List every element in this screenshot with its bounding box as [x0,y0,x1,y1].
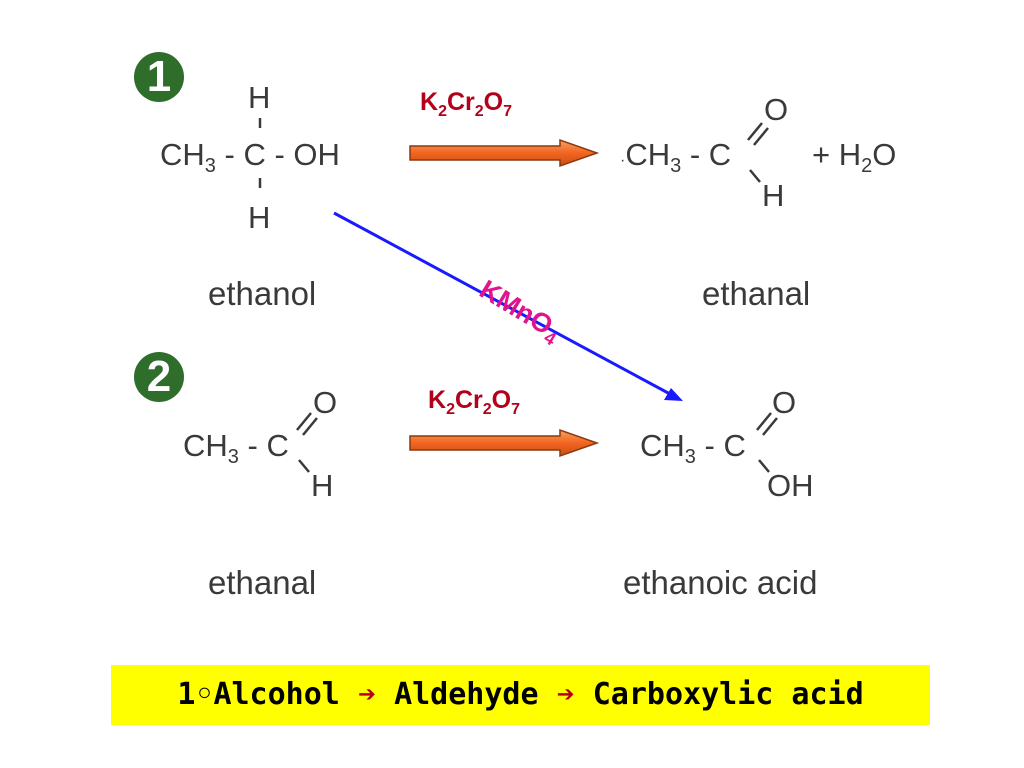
reagent-sub: 7 [503,103,513,120]
ethanal-bottom-o: O [313,385,338,420]
ethanol-bottom-h: H [248,200,271,235]
reagent-sub: 2 [438,103,447,120]
summary-aldehyde: Aldehyde [394,677,539,712]
reagent-sub: 2 [446,401,455,418]
reaction-arrow-1 [409,138,600,168]
step-2-badge: 2 [134,352,184,402]
bond-lines [258,118,778,473]
reagent-cr: Cr [446,88,475,116]
water-formula: + H2O [812,137,897,176]
ethanoic-acid-label: ethanoic acid [623,564,818,601]
reaction-arrow-2 [409,428,600,458]
reagent-sub: 2 [482,401,492,418]
ethanol-rest: - C - OH [215,137,340,172]
ethanoic-acid-o: O [772,385,797,420]
ethanal-sub3: 3 [670,155,682,177]
ethanal2-rest: - C [238,428,289,463]
ethanal-top-formula: ·CH3 - C [620,137,732,176]
ethanol-top-h: H [248,80,271,115]
reagent-k: K [428,386,447,414]
water-sub2: 2 [861,155,873,177]
ethanal2-ch: CH [183,428,228,463]
ethanal-top-o: O [764,92,789,127]
kmno4-diagonal-arrow [333,211,683,401]
ethanal-bottom-h: H [311,468,334,503]
water-o: O [872,137,897,172]
summary-arrow-1: ➔ [357,677,376,712]
reagent-k2cr2o7-2: K2Cr2O7 [428,386,521,418]
ethanal-top-label: ethanal [702,275,811,312]
ethanol-label: ethanol [208,275,317,312]
acid-ch: CH [640,428,685,463]
summary-prefix: 1◦ [177,677,214,712]
ethanal-bottom-label: ethanal [208,564,317,601]
stray-dot: · [620,152,626,169]
ethanol-formula: CH3 - C - OH [160,137,340,176]
summary-alcohol: Alcohol [213,677,340,712]
water-plus-h: + H [812,137,862,172]
ethanal-ch: CH [625,137,671,172]
reagent-k: K [420,88,439,116]
reagent-o: O [491,386,512,414]
ethanal-bottom-formula: CH3 - C [183,428,289,467]
acid-sub3: 3 [684,446,696,468]
reagent-cr: Cr [454,386,483,414]
ethanal2-sub3: 3 [227,446,239,468]
reagent-sub: 7 [511,401,521,418]
ethanoic-acid-oh: OH [767,468,814,503]
reagent-o: O [483,88,504,116]
ethanal-top-h: H [762,178,785,213]
acid-rest: - C [695,428,746,463]
summary-arrow-2: ➔ [556,677,575,712]
step-1-badge: 1 [134,52,184,102]
ethanol-ch: CH [160,137,205,172]
reagent-sub: 2 [474,103,484,120]
summary-banner: 1◦Alcohol ➔ Aldehyde ➔ Carboxylic acid [111,665,930,725]
ethanal-rest: - C [681,137,732,172]
ethanoic-acid-formula: CH3 - C [640,428,746,467]
ethanol-sub3: 3 [204,155,216,177]
reagent-k2cr2o7-1: K2Cr2O7 [420,88,513,120]
summary-carboxylic-acid: Carboxylic acid [592,677,864,712]
